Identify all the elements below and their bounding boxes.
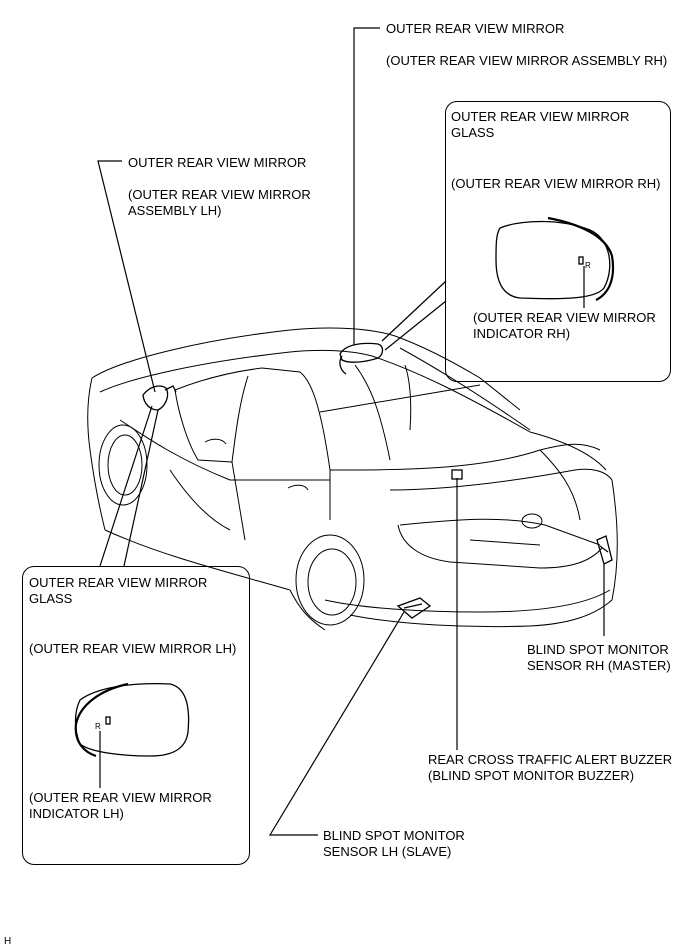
- svg-text:R: R: [585, 261, 591, 270]
- lh-mirror-glass-callout-box: [22, 566, 250, 865]
- leader-bsm-lh: [268, 611, 405, 836]
- svg-text:R: R: [95, 722, 101, 731]
- label-bsm-lh-line2: SENSOR LH (SLAVE): [323, 844, 452, 859]
- label-buzzer-line1: REAR CROSS TRAFFIC ALERT BUZZER: [428, 752, 673, 767]
- label-lh-indicator-line1: (OUTER REAR VIEW MIRROR: [29, 790, 212, 805]
- rh-indicator-symbol: R: [578, 256, 591, 270]
- label-rh-glass-line2: GLASS: [451, 125, 495, 140]
- label-rh-glass-sub: (OUTER REAR VIEW MIRROR RH): [451, 176, 661, 191]
- lh-indicator-symbol: R: [95, 716, 111, 731]
- leader-lh-callout-a: [99, 405, 153, 567]
- label-lh-glass-line2: GLASS: [29, 591, 73, 606]
- label-rh-mirror: OUTER REAR VIEW MIRROR: [386, 21, 565, 36]
- car-body: [87, 327, 618, 631]
- rear-cross-traffic-alert-buzzer: [451, 469, 463, 480]
- blind-spot-monitor-sensor-lh: [396, 597, 432, 619]
- label-lh-mirror: OUTER REAR VIEW MIRROR: [128, 155, 307, 170]
- lh-mirror-glass-drawing: [74, 682, 190, 758]
- label-bsm-rh-line1: BLIND SPOT MONITOR: [527, 642, 669, 657]
- label-bsm-lh-line1: BLIND SPOT MONITOR: [323, 828, 465, 843]
- leader-rh-callout-b: [384, 300, 447, 351]
- label-bsm-rh-line2: SENSOR RH (MASTER): [527, 658, 671, 673]
- lh-mirror-on-car: [142, 385, 177, 411]
- leader-rh-callout-a: [381, 280, 447, 342]
- rh-mirror-on-car: [339, 342, 384, 375]
- label-lh-glass-sub: (OUTER REAR VIEW MIRROR LH): [29, 641, 237, 656]
- corner-code: H: [4, 936, 12, 947]
- label-lh-mirror-assembly-line1: (OUTER REAR VIEW MIRROR: [128, 187, 311, 202]
- label-rh-mirror-assembly: (OUTER REAR VIEW MIRROR ASSEMBLY RH): [386, 53, 668, 68]
- leader-lh-callout-b: [123, 409, 159, 567]
- label-rh-glass-line1: OUTER REAR VIEW MIRROR: [451, 109, 630, 124]
- leader-lh-mirror-assembly: [97, 160, 156, 393]
- label-lh-glass-line1: OUTER REAR VIEW MIRROR: [29, 575, 208, 590]
- rh-mirror-glass-callout-box: [445, 101, 671, 382]
- leader-rh-mirror-assembly: [353, 27, 380, 345]
- label-lh-mirror-assembly-line2: ASSEMBLY LH): [128, 203, 222, 218]
- label-buzzer-line2: (BLIND SPOT MONITOR BUZZER): [428, 768, 635, 783]
- label-lh-indicator-line2: INDICATOR LH): [29, 806, 124, 821]
- label-rh-indicator-line2: INDICATOR RH): [473, 326, 571, 341]
- blind-spot-monitor-sensor-rh: [596, 535, 613, 565]
- rh-mirror-glass-drawing: [495, 216, 615, 301]
- label-rh-indicator-line1: (OUTER REAR VIEW MIRROR: [473, 310, 656, 325]
